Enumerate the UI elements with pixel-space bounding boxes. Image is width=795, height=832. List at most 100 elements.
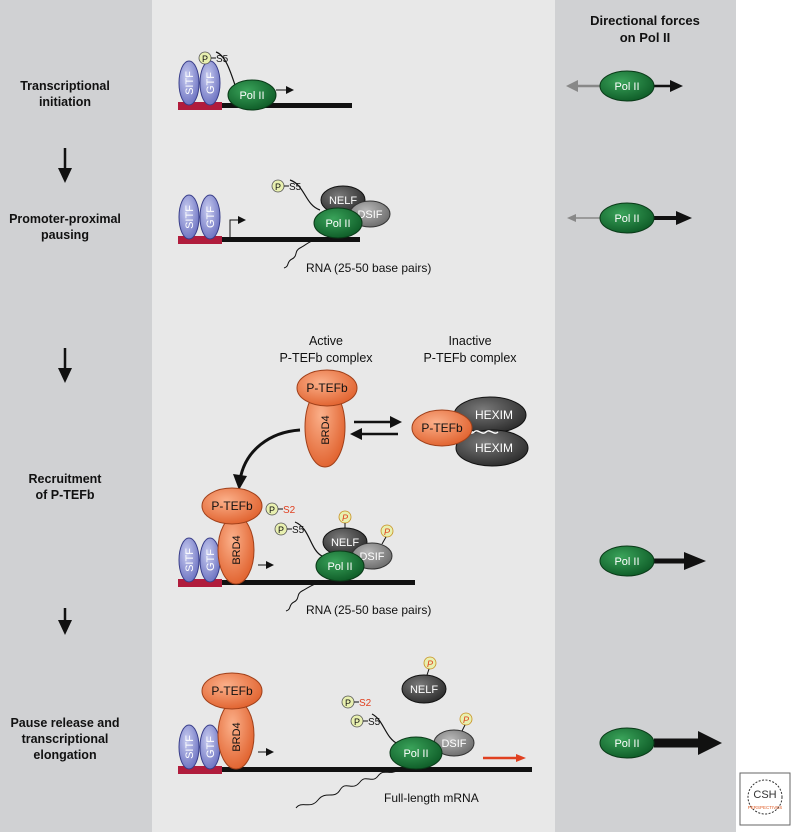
ptefb-factor bbox=[201, 672, 263, 710]
brd4-label: BRD4 bbox=[231, 722, 243, 751]
gtf-factor: GTF bbox=[199, 60, 221, 106]
pol-ii-label: Pol II bbox=[614, 81, 639, 93]
mrna-label: Full-length mRNA bbox=[384, 791, 479, 805]
gtf-label: GTF bbox=[205, 736, 217, 758]
nelf-label: NELF bbox=[329, 195, 357, 207]
gtf-factor: GTF bbox=[199, 537, 221, 583]
dna-strand bbox=[180, 767, 532, 772]
logo-top-text: CSH bbox=[753, 789, 776, 801]
dsif-label: DSIF bbox=[441, 738, 466, 750]
forward-arrow-icon bbox=[676, 211, 692, 225]
backward-arrow-icon bbox=[567, 214, 576, 222]
pol-ii-label: Pol II bbox=[614, 213, 639, 225]
right-header-line-1: Directional forces bbox=[590, 13, 700, 28]
pol-ii-label: Pol II bbox=[614, 556, 639, 568]
pol-ii-complex: Pol II bbox=[313, 207, 363, 239]
tss-arrow-icon bbox=[229, 216, 246, 237]
dsif-label: DSIF bbox=[357, 209, 382, 221]
nelf-factor: NELF bbox=[401, 674, 447, 704]
dsif-label: DSIF bbox=[359, 551, 384, 563]
pol-ii-label: Pol II bbox=[403, 748, 428, 760]
s5-label: S5 bbox=[292, 525, 305, 536]
ptefb-factor bbox=[201, 487, 263, 525]
stage-2-label-line-2: pausing bbox=[41, 228, 89, 242]
force-indicator-3: Pol II bbox=[599, 545, 706, 577]
stage-4-label-line-1: Pause release and bbox=[10, 716, 119, 730]
pol-ii-label: Pol II bbox=[239, 90, 264, 102]
csh-perspectives-logo: CSH PERSPECTIVES bbox=[739, 772, 791, 826]
promoter-region bbox=[178, 102, 222, 110]
nelf-label: NELF bbox=[331, 537, 359, 549]
pol-ii-complex: Pol II bbox=[315, 550, 365, 582]
gtf-factor: GTF bbox=[199, 724, 221, 770]
sitf-label: SITF bbox=[184, 548, 196, 572]
phospho-label: P bbox=[345, 698, 351, 708]
s5-label: S5 bbox=[216, 54, 229, 65]
forward-arrow-icon bbox=[698, 731, 722, 755]
active-ptefb-complex: BRD4 P-TEFb bbox=[296, 369, 358, 468]
rna-label: RNA (25-50 base pairs) bbox=[306, 603, 431, 617]
phospho-label: P bbox=[269, 505, 275, 515]
s2-label: S2 bbox=[283, 505, 296, 516]
pol-ii-label: Pol II bbox=[614, 738, 639, 750]
gtf-label: GTF bbox=[205, 206, 217, 228]
rna-label: RNA (25-50 base pairs) bbox=[306, 261, 431, 275]
dna-strand bbox=[180, 580, 415, 585]
logo-bottom-text: PERSPECTIVES bbox=[748, 805, 783, 810]
stage-2-schematic: SITF GTF P S5 NELF DSIF Pol II RNA (25-5… bbox=[178, 179, 431, 275]
mrna-strand bbox=[295, 769, 399, 809]
stage-1-label-line-2: initiation bbox=[39, 95, 91, 109]
backward-arrow-icon bbox=[566, 80, 578, 92]
phospho-circle bbox=[380, 524, 394, 538]
rna-strand bbox=[285, 580, 325, 612]
force-indicator-1: Pol II bbox=[566, 70, 683, 102]
stage-1-label-line-1: Transcriptional bbox=[20, 79, 110, 93]
phospho-label: P bbox=[463, 715, 469, 725]
down-arrow-icon bbox=[58, 148, 72, 183]
forward-arrow-icon bbox=[684, 552, 706, 570]
phospho-label: P bbox=[202, 54, 208, 64]
brd4-label: BRD4 bbox=[320, 415, 332, 444]
gtf-factor: GTF bbox=[199, 194, 221, 240]
pol-ii-label: Pol II bbox=[325, 218, 350, 230]
s5-label: S5 bbox=[289, 182, 302, 193]
dna-strand bbox=[180, 237, 360, 242]
sitf-factor: SITF bbox=[178, 194, 200, 240]
phospho-label: P bbox=[278, 525, 284, 535]
pol-ii-label: Pol II bbox=[327, 561, 352, 573]
phospho-label: P bbox=[275, 182, 281, 192]
brd4-label: BRD4 bbox=[231, 535, 243, 564]
pol-ii-complex: Pol II bbox=[389, 736, 443, 770]
rna-strand bbox=[283, 237, 323, 269]
stage-4-schematic: SITF GTF BRD4 P-TEFb NELF P P S2 P S5 DS… bbox=[178, 656, 532, 809]
right-header-line-2: on Pol II bbox=[620, 30, 671, 45]
phospho-label: P bbox=[384, 527, 390, 537]
s5-label: S5 bbox=[368, 717, 381, 728]
s2-label: S2 bbox=[359, 698, 372, 709]
inactive-label-line-2: P-TEFb complex bbox=[423, 351, 517, 365]
promoter-region bbox=[178, 766, 222, 774]
ptefb-factor bbox=[411, 409, 473, 447]
nelf-label: NELF bbox=[410, 684, 438, 696]
promoter-region bbox=[178, 236, 222, 244]
promoter-region bbox=[178, 579, 222, 587]
gtf-label: GTF bbox=[205, 549, 217, 571]
down-arrow-icon bbox=[58, 608, 72, 635]
pol-ii-complex: Pol II bbox=[227, 79, 277, 111]
phospho-label: P bbox=[427, 659, 433, 669]
left-panel bbox=[0, 0, 152, 832]
stage-4-label-line-2: transcriptional bbox=[22, 732, 109, 746]
stage-4-label-line-3: elongation bbox=[33, 748, 96, 762]
phospho-label: P bbox=[354, 717, 360, 727]
stage-2-label-line-1: Promoter-proximal bbox=[9, 212, 121, 226]
phospho-circle bbox=[423, 656, 437, 670]
sitf-label: SITF bbox=[184, 71, 196, 95]
recruitment-arrow-icon bbox=[238, 428, 301, 481]
ptefb-factor bbox=[296, 369, 358, 407]
ptefb-label: P-TEFb bbox=[421, 421, 463, 435]
active-label-line-1: Active bbox=[309, 334, 343, 348]
down-arrow-icon bbox=[58, 348, 72, 383]
gtf-label: GTF bbox=[205, 72, 217, 94]
equilibrium-arrow-icon bbox=[350, 416, 402, 440]
forward-arrow-icon bbox=[670, 80, 683, 92]
